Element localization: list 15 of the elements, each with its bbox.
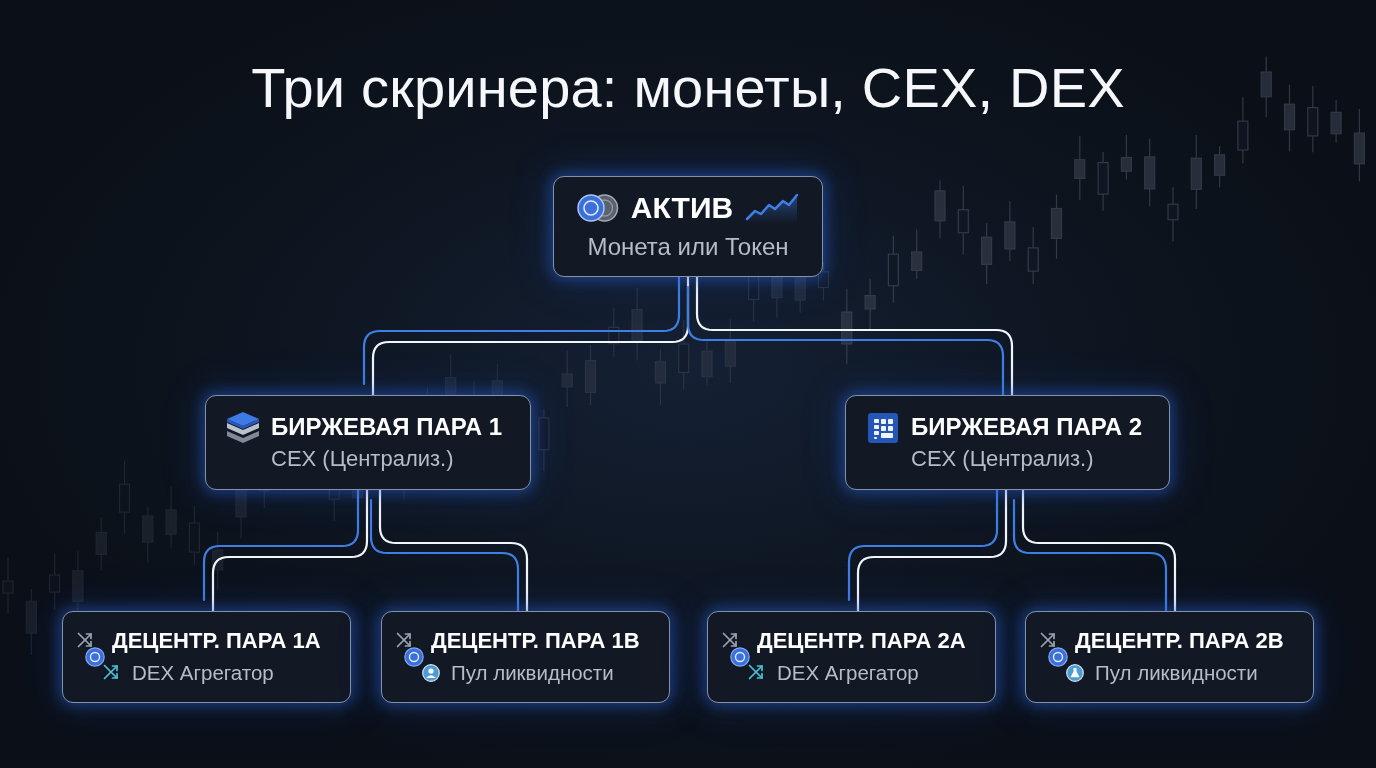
node-title: ДЕЦЕНТР. ПАРА 1В <box>431 628 640 654</box>
node-subtitle: CEX (Централиз.) <box>911 446 1094 472</box>
node-title: АКТИВ <box>630 192 734 224</box>
node-subtitle: Пул ликвидности <box>451 661 614 685</box>
node-subtitle: Монета или Токен <box>587 233 789 261</box>
node-subtitle: CEX (Централиз.) <box>271 446 454 472</box>
node-subtitle: Пул ликвидности <box>1095 661 1258 685</box>
node-title: БИРЖЕВАЯ ПАРА 2 <box>911 413 1143 441</box>
node-subtitle: DEX Агрегатор <box>132 661 274 685</box>
node-title: ДЕЦЕНТР. ПАРА 2А <box>757 628 966 654</box>
node-subtitle: DEX Агрегатор <box>777 661 919 685</box>
node-title: ДЕЦЕНТР. ПАРА 2В <box>1075 628 1284 654</box>
node-title: БИРЖЕВАЯ ПАРА 1 <box>271 413 503 441</box>
node-title: ДЕЦЕНТР. ПАРА 1А <box>112 628 321 654</box>
diagram-title: Три скринера: монеты, CEX, DEX <box>251 56 1125 120</box>
